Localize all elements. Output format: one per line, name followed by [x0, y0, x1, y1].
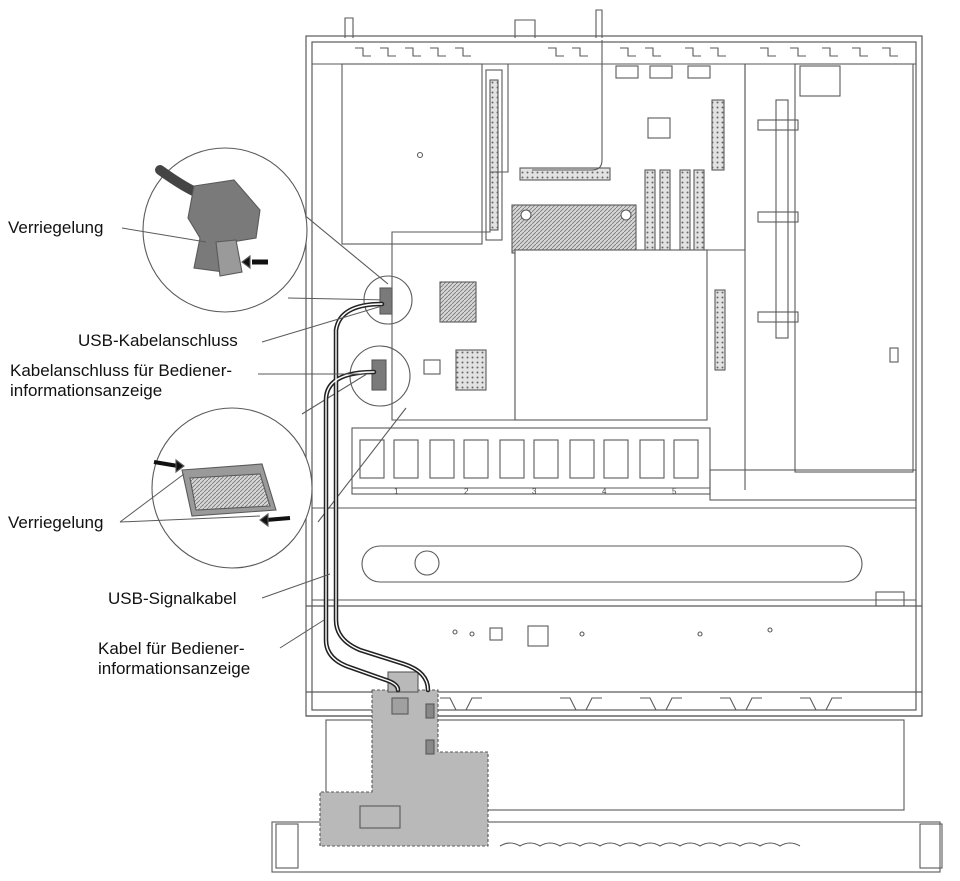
system-board	[391, 40, 746, 421]
backplane-area	[440, 625, 842, 711]
fan-number-5: 5	[672, 487, 677, 496]
fan-number-4: 4	[602, 487, 607, 496]
latch-label-bottom: Verriegelung	[8, 513, 104, 532]
panel-connector-label: Kabelanschluss für Bediener- information…	[10, 361, 232, 401]
rear-clips	[312, 9, 916, 65]
connector-markers	[349, 275, 413, 407]
air-baffle	[312, 469, 917, 607]
panel-connector-label-line1: Kabelanschluss für Bediener-	[10, 361, 233, 380]
callout-top	[142, 147, 389, 313]
power-supply-bay	[744, 63, 914, 490]
chassis-outline	[305, 35, 923, 717]
fan-number-3: 3	[532, 487, 537, 496]
fan-number-1: 1	[394, 487, 399, 496]
latch-label-top: Verriegelung	[8, 218, 104, 237]
panel-connector-label-line2: informationsanzeige	[10, 381, 163, 400]
panel-cable-label: Kabel für Bediener- informationsanzeige	[98, 639, 250, 679]
fan-number-2: 2	[464, 487, 469, 496]
leader-lines	[119, 227, 383, 649]
usb-signal-cable-label: USB-Signalkabel	[108, 589, 237, 608]
usb-connector-label: USB-Kabelanschluss	[78, 331, 238, 350]
operator-panel-board	[319, 671, 489, 847]
panel-cable-label-line2: informationsanzeige	[98, 659, 251, 678]
processor-heatsink	[423, 204, 708, 421]
panel-cable-label-line1: Kabel für Bediener-	[98, 639, 245, 658]
riser-card	[341, 63, 503, 245]
callout-bottom	[151, 371, 407, 569]
fan-number-labels: 1 2 3 4 5	[394, 487, 677, 496]
fan-row	[351, 427, 711, 495]
